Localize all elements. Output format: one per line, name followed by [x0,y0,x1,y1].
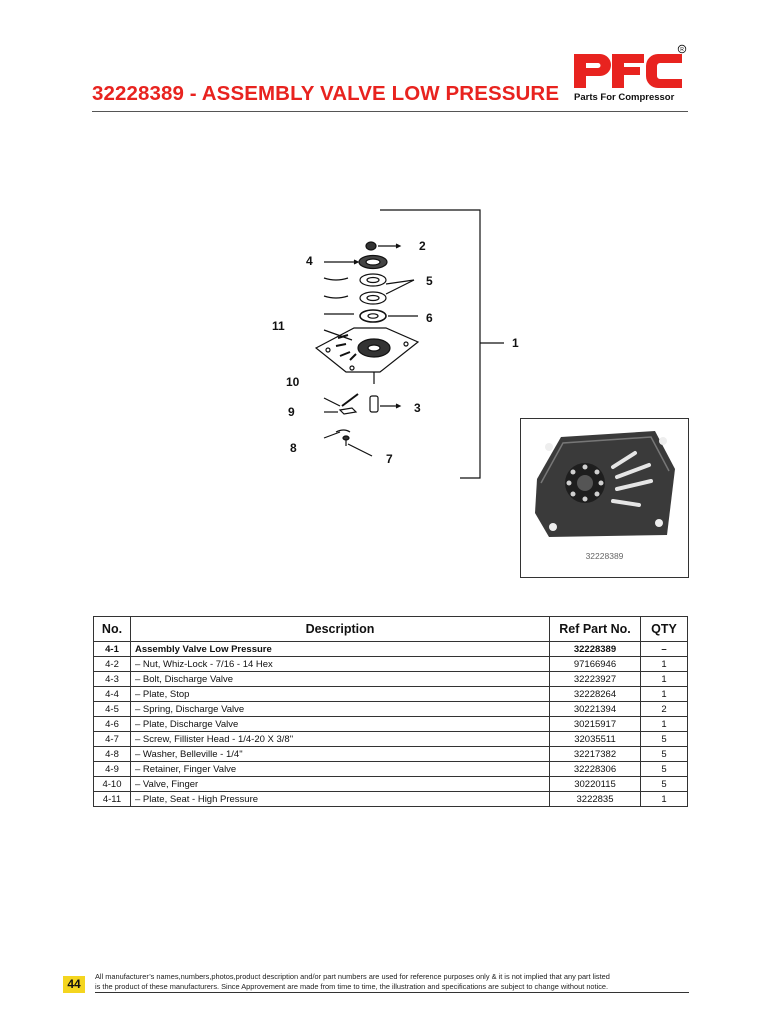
page-title: 32228389 - ASSEMBLY VALVE LOW PRESSURE [92,82,560,105]
cell-description: – Screw, Fillister Head - 1/4-20 X 3/8" [130,731,550,747]
parts-table: No. Description Ref Part No. QTY 4-1 Ass… [93,616,688,807]
cell-no: 4-4 [93,686,131,702]
table-row: 4-4 – Plate, Stop 32228264 1 [93,686,688,702]
cell-description: – Plate, Stop [130,686,550,702]
cell-qty: 1 [640,791,688,807]
cell-description: Assembly Valve Low Pressure [130,641,550,657]
disclaimer-line-1: All manufacturer’s names,numbers,photos,… [95,972,610,981]
cell-description: – Plate, Seat - High Pressure [130,791,550,807]
table-header-row: No. Description Ref Part No. QTY [93,616,688,642]
callout-11: 11 [272,319,285,333]
cell-ref: 30220115 [549,776,641,792]
callout-10: 10 [286,375,300,389]
table-row: 4-5 – Spring, Discharge Valve 30221394 2 [93,701,688,717]
callout-7: 7 [386,452,393,466]
table-row: 4-7 – Screw, Fillister Head - 1/4-20 X 3… [93,731,688,747]
cell-ref: 30221394 [549,701,641,717]
cell-ref: 32217382 [549,746,641,762]
cell-qty: 2 [640,701,688,717]
page-number: 44 [63,976,85,993]
cell-qty: 5 [640,761,688,777]
title-divider [92,111,688,112]
cell-ref: 97166946 [549,656,641,672]
cell-ref: 30215917 [549,716,641,732]
header-ref-part-no: Ref Part No. [549,616,641,642]
cell-no: 4-10 [93,776,131,792]
cell-description: – Bolt, Discharge Valve [130,671,550,687]
header-qty: QTY [640,616,688,642]
footer-divider [95,992,689,993]
cell-no: 4-2 [93,656,131,672]
nut-part [365,241,402,251]
registered-mark-icon [677,44,687,54]
cell-description: – Nut, Whiz-Lock - 7/16 - 14 Hex [130,656,550,672]
cell-no: 4-11 [93,791,131,807]
cell-description: – Washer, Belleville - 1/4" [130,746,550,762]
pfc-logo-mark [574,54,682,88]
cell-description: – Plate, Discharge Valve [130,716,550,732]
cell-qty: 1 [640,671,688,687]
screw-part [323,429,373,457]
table-row: 4-10 – Valve, Finger 30220115 5 [93,776,688,792]
cell-ref: 32228306 [549,761,641,777]
cell-description: – Valve, Finger [130,776,550,792]
cell-ref: 3222835 [549,791,641,807]
cell-qty: – [640,641,688,657]
cell-no: 4-5 [93,701,131,717]
stop-plate-part [324,254,388,270]
callout-9: 9 [288,405,295,419]
cell-qty: 5 [640,776,688,792]
table-row: 4-9 – Retainer, Finger Valve 32228306 5 [93,761,688,777]
cell-qty: 1 [640,716,688,732]
disclaimer-line-2: is the product of these manufacturers. S… [95,982,609,991]
callout-3: 3 [414,401,421,415]
cell-ref: 32228264 [549,686,641,702]
discharge-valve-plate-part [324,309,418,323]
cell-no: 4-8 [93,746,131,762]
registered-mark: R [680,47,684,53]
table-row: 4-2 – Nut, Whiz-Lock - 7/16 - 14 Hex 971… [93,656,688,672]
valve-plate-photo [535,431,675,537]
header-description: Description [130,616,550,642]
cell-no: 4-7 [93,731,131,747]
bolt-part [369,372,402,413]
cell-description: – Retainer, Finger Valve [130,761,550,777]
callout-6: 6 [426,311,433,325]
retainer-part [324,407,358,415]
table-row: 4-11 – Plate, Seat - High Pressure 32228… [93,791,688,807]
cell-qty: 5 [640,731,688,747]
cell-ref: 32228389 [549,641,641,657]
cell-no: 4-1 [93,641,131,657]
table-row: 4-6 – Plate, Discharge Valve 30215917 1 [93,716,688,732]
exploded-diagram: 2 4 5 6 11 1 10 9 3 8 7 [272,209,519,479]
disclaimer: All manufacturer’s names,numbers,photos,… [95,972,691,992]
callout-8: 8 [290,441,297,455]
cell-qty: 1 [640,656,688,672]
pfc-logo: R [574,44,687,88]
callout-2: 2 [419,239,426,253]
callout-4: 4 [306,254,313,268]
photo-caption: 32228389 [585,551,624,561]
cell-description: – Spring, Discharge Valve [130,701,550,717]
callout-5: 5 [426,274,433,288]
table-row: 4-8 – Washer, Belleville - 1/4" 32217382… [93,746,688,762]
cell-ref: 32035511 [549,731,641,747]
spring-parts [323,273,415,305]
seat-plate-part [314,327,420,373]
cell-ref: 32223927 [549,671,641,687]
table-row: 4-3 – Bolt, Discharge Valve 32223927 1 [93,671,688,687]
cell-no: 4-3 [93,671,131,687]
finger-valve-part [323,393,359,407]
cell-qty: 5 [640,746,688,762]
product-photo: 32228389 [520,418,689,578]
table-row: 4-1 Assembly Valve Low Pressure 32228389… [93,641,688,657]
callout-1: 1 [512,336,519,350]
cell-no: 4-9 [93,761,131,777]
cell-no: 4-6 [93,716,131,732]
assembly-bracket [380,209,481,479]
header-no: No. [93,616,131,642]
cell-qty: 1 [640,686,688,702]
logo-subtitle: Parts For Compressor [574,92,675,103]
